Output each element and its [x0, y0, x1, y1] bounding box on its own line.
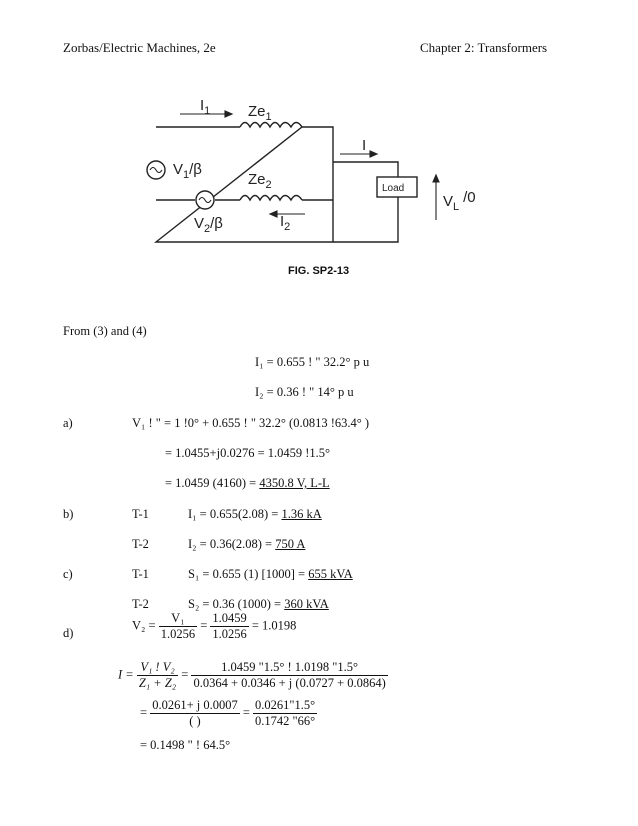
load-wire-top: [333, 161, 399, 177]
header-right: Chapter 2: Transformers: [420, 40, 548, 55]
part-a-line1: V₁ ! " = 1 !0° + 0.655 ! " 32.2° (0.0813…: [132, 416, 370, 430]
part-b-eq2: I₂ = 0.36(2.08) = 750 A: [188, 537, 306, 551]
label-i: I: [362, 137, 366, 154]
from-text: From (3) and (4): [63, 324, 147, 338]
inductor-ze1-icon: [239, 121, 303, 129]
part-c-t2: T-2: [132, 597, 149, 611]
current-result: = 0.1498 " ! 64.5°: [140, 738, 231, 752]
sine-v2-icon: [198, 196, 212, 204]
circuit-diagram: I1 Ze1 V1/β Ze2 V2/β I2 I Load VL/0: [146, 97, 476, 243]
fraction-polar: 0.0261"1.5°0.1742 "66°: [253, 698, 318, 728]
label-v1: V1/β: [173, 161, 202, 181]
part-d-label: d): [63, 626, 74, 640]
part-c-label: c): [63, 567, 73, 581]
fraction-rect: 0.0261+ j 0.0007( ): [150, 698, 240, 728]
fraction-expanded: 1.0459 "1.5° ! 1.0198 "1.5°0.0364 + 0.03…: [191, 660, 388, 690]
header-left: Zorbas/Electric Machines, 2e: [63, 40, 216, 55]
part-c-t1: T-1: [132, 567, 149, 581]
part-b-t2: T-2: [132, 537, 149, 551]
load-wire-bottom: [333, 197, 399, 243]
part-b-t1: T-1: [132, 507, 149, 521]
label-ze1: Ze1: [248, 103, 272, 123]
part-c-eq1: S₁ = 0.655 (1) [1000] = 655 kVA: [188, 567, 353, 581]
part-a-label: a): [63, 416, 73, 430]
part-a-line2: = 1.0455+j0.0276 = 1.0459 !1.5°: [165, 446, 331, 460]
current-eq-row2: = 0.0261+ j 0.0007( ) = 0.0261"1.5°0.174…: [140, 698, 318, 728]
part-b-label: b): [63, 507, 74, 521]
load-box: [376, 176, 418, 198]
label-ze2: Ze2: [248, 171, 272, 191]
outer-loop-wire: [153, 126, 334, 243]
sine-v1-icon: [149, 166, 163, 174]
part-a-line3: = 1.0459 (4160) = 4350.8 V, L-L: [165, 476, 330, 490]
eq-i2: I₂ = 0.36 ! " 14° p u: [255, 385, 354, 399]
eq-i1: I₁ = 0.655 ! " 32.2° p u: [255, 355, 370, 369]
label-load: Load: [382, 183, 404, 194]
figure-caption: FIG. SP2-13: [288, 265, 350, 277]
part-c-eq2: S₂ = 0.36 (1000) = 360 kVA: [188, 597, 329, 611]
inductor-ze2-icon: [239, 194, 303, 202]
label-vl: VL/0: [443, 189, 476, 213]
part-b-eq1: I₁ = 0.655(2.08) = 1.36 kA: [188, 507, 322, 521]
label-i2: I2: [280, 213, 290, 233]
label-i1: I1: [200, 97, 210, 117]
label-v2: V2/β: [194, 215, 223, 235]
